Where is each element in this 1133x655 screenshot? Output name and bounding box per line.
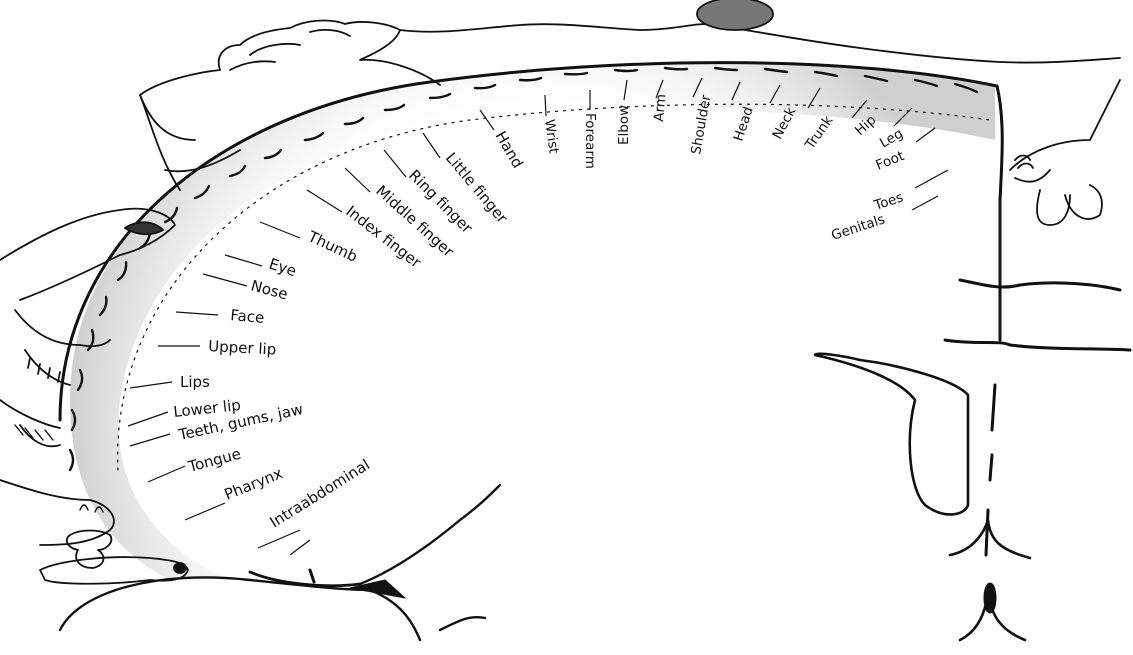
homunculus-foot <box>1010 80 1120 225</box>
medial-structures <box>815 86 1130 640</box>
label-toes: Toes <box>871 189 905 214</box>
label-wrist: Wrist <box>541 118 562 154</box>
label-tongue: Tongue <box>185 445 242 477</box>
cortex-gray-matter <box>70 63 995 580</box>
label-pharynx: Pharynx <box>222 464 286 504</box>
label-upper-lip: Upper lip <box>208 337 277 359</box>
label-foot: Foot <box>874 148 907 174</box>
label-trunk: Trunk <box>802 113 837 153</box>
label-lips: Lips <box>180 373 210 391</box>
homunculus-head <box>697 0 773 30</box>
label-forearm: Forearm <box>582 113 598 169</box>
label-eye: Eye <box>267 255 299 281</box>
label-face: Face <box>230 306 265 327</box>
label-leg: Leg <box>877 126 906 152</box>
label-hand: Hand <box>492 128 527 171</box>
label-nose: Nose <box>249 276 290 303</box>
label-elbow: Elbow <box>616 105 632 145</box>
label-thumb: Thumb <box>304 227 360 266</box>
label-genitals: Genitals <box>829 211 887 243</box>
label-arm: Arm <box>651 93 669 122</box>
label-intraabdominal: Intraabdominal <box>267 456 373 532</box>
